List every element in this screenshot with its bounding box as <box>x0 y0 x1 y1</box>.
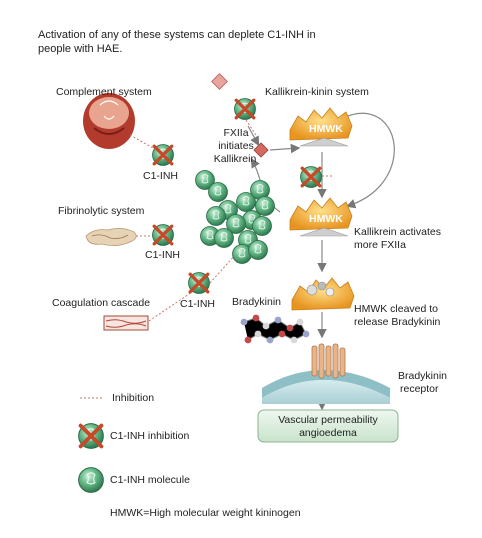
c1inh-inhibition-coagulation <box>188 272 210 294</box>
label-more-fxiia: more FXIIa <box>354 239 406 251</box>
hmwk-cleaved-shape <box>291 277 355 311</box>
label-bradykinin-receptor-1: Bradykinin <box>398 370 448 382</box>
label-bradykinin-receptor-2: receptor <box>400 383 439 395</box>
legend-c1inh-molecule-icon <box>78 467 104 493</box>
legend-c1inh-inhibition-icon <box>78 423 104 449</box>
cell-membrane <box>262 370 390 404</box>
label-coagulation-cascade: Coagulation cascade <box>52 297 151 309</box>
legend-inhibition-label: Inhibition <box>112 392 155 404</box>
c1inh-inhibition-fibrinolytic <box>152 224 174 246</box>
label-initiates: initiates <box>218 140 254 152</box>
label-c1inh-fibrinolytic: C1-INH <box>145 249 181 261</box>
label-vascular-permeability: Vascular permeability <box>278 414 378 426</box>
c1inh-inhibition-hmwk <box>300 166 322 188</box>
label-kallikrein-activates: Kallikrein activates <box>354 226 441 238</box>
label-hmwk-top: HMWK <box>309 123 343 135</box>
outcome-box <box>257 409 399 443</box>
fibrinolytic-illustration <box>85 228 137 246</box>
label-release-bradykinin: release Bradykinin <box>354 316 441 328</box>
label-fxiia: FXIIa <box>223 127 249 139</box>
label-bradykinin: Bradykinin <box>232 296 282 308</box>
diagram-title: Activation of any of these systems can d… <box>38 29 316 55</box>
c1inh-inhibition-complement <box>152 144 174 166</box>
label-fibrinolytic-system: Fibrinolytic system <box>58 205 145 217</box>
bradykinin-molecule <box>240 314 310 344</box>
kallikrein-diamond-mid <box>253 142 269 158</box>
c1inh-inhibition-kallikrein <box>234 98 256 120</box>
label-c1inh-complement: C1-INH <box>143 170 179 182</box>
label-c1inh-coagulation: C1-INH <box>180 298 216 310</box>
hmwk-mid-shape <box>289 197 353 237</box>
label-hmwk-mid: HMWK <box>309 213 343 225</box>
footnote-hmwk: HMWK=High molecular weight kininogen <box>110 507 301 519</box>
complement-illustration <box>83 93 135 149</box>
hmwk-top-shape <box>289 107 353 147</box>
label-complement-system: Complement system <box>56 86 152 98</box>
legend-c1inh-inhibition-label: C1-INH inhibition <box>110 430 190 442</box>
label-kallikrein: Kallikrein <box>213 153 257 165</box>
coagulation-illustration <box>103 315 149 331</box>
label-kallikrein-kinin-system: Kallikrein-kinin system <box>265 86 369 98</box>
kallikrein-diamond-top <box>211 73 228 90</box>
c1inh-cluster <box>195 170 275 264</box>
label-hmwk-cleaved: HMWK cleaved to <box>354 303 439 315</box>
bradykinin-receptor <box>311 343 346 379</box>
label-angioedema: angioedema <box>299 427 357 439</box>
legend-c1inh-molecule-label: C1-INH molecule <box>110 474 190 486</box>
